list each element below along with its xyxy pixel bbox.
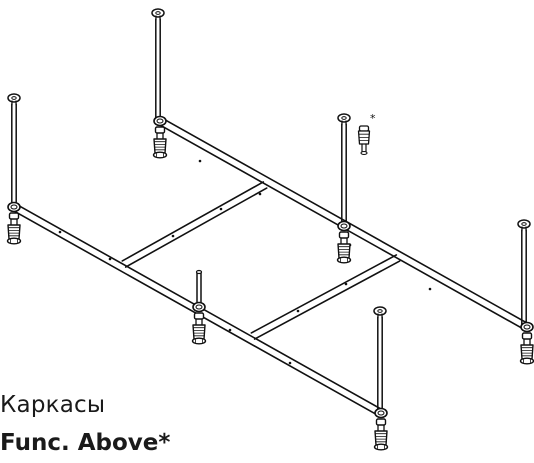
screw-hole	[58, 230, 62, 234]
screw-hole	[228, 328, 232, 332]
foot-front-left-nut	[8, 212, 20, 220]
screw-hole	[258, 192, 262, 196]
foot-front-left-base	[6, 237, 22, 245]
post-back-right-pad-center	[521, 222, 527, 226]
screw-hole	[428, 287, 432, 291]
foot-front-middle-base	[191, 337, 207, 345]
post-middle-back-pad-center	[341, 116, 347, 120]
adjustable-foot-icon-tip	[360, 150, 368, 156]
foot-front-left-body	[7, 224, 21, 240]
foot-front-right-base	[373, 443, 389, 451]
post-back-left-pole	[155, 18, 161, 119]
post-back-left-pad-center	[155, 11, 161, 15]
foot-middle-back-thread	[340, 237, 348, 245]
post-front-right-pad-neck	[377, 313, 383, 319]
screw-hole	[344, 282, 348, 286]
foot-front-right-body	[374, 430, 388, 446]
foot-middle-back-base	[336, 256, 352, 264]
foot-front-middle-nut	[193, 312, 205, 320]
joint-front-left-inner	[10, 204, 18, 210]
post-front-right-pad-center	[377, 309, 383, 313]
foot-back-right-body	[520, 344, 534, 360]
post-front-right-pole	[377, 316, 383, 411]
foot-front-middle-body	[192, 324, 206, 340]
foot-back-left-base	[152, 151, 168, 159]
adjustable-foot-icon	[358, 125, 370, 132]
foot-middle-back-nut	[338, 231, 350, 239]
foot-back-right-nut	[521, 332, 533, 340]
post-front-middle-cap	[195, 269, 203, 275]
screw-hole	[219, 207, 223, 211]
foot-back-right-base	[519, 357, 534, 365]
foot-back-left-nut	[154, 126, 166, 134]
product-category-label: Каркасы	[0, 392, 106, 418]
cross-member-right	[250, 254, 401, 340]
joint-back-right-inner	[523, 324, 531, 330]
asterisk-note-mark: *	[370, 112, 376, 125]
post-front-middle-pole	[196, 271, 202, 305]
joint-front-right-inner	[377, 410, 385, 416]
foot-front-left-thread	[10, 218, 18, 226]
frame-structure	[6, 9, 534, 451]
product-model-label: Func. Above*	[0, 430, 171, 456]
cross-member-left	[121, 181, 268, 268]
joint-back-left-inner	[156, 118, 164, 124]
foot-back-left-thread	[156, 132, 164, 140]
screw-hole	[288, 361, 292, 365]
post-middle-back-pad-neck	[341, 120, 347, 126]
foot-front-right-nut	[375, 418, 387, 426]
adjustable-foot-icon-thread	[361, 143, 367, 153]
post-front-left-pad-neck	[11, 100, 17, 106]
screw-hole	[296, 309, 300, 313]
post-front-left-pole	[11, 103, 17, 204]
joint-front-middle-inner	[195, 304, 203, 310]
post-back-right-pole	[521, 229, 527, 326]
foot-back-right-thread	[523, 338, 531, 346]
foot-middle-back-body	[337, 243, 351, 259]
post-front-left-pad-center	[11, 96, 17, 100]
post-back-left-pad-neck	[155, 15, 161, 21]
post-back-right-pad-neck	[521, 226, 527, 232]
joint-middle-back-inner	[340, 223, 348, 229]
screw-hole	[171, 234, 175, 238]
post-middle-back-pole	[341, 123, 347, 225]
screw-hole	[198, 159, 202, 163]
foot-front-right-thread	[377, 424, 385, 432]
screw-hole	[108, 257, 112, 261]
foot-back-left-body	[153, 138, 167, 154]
foot-front-middle-thread	[195, 318, 203, 326]
